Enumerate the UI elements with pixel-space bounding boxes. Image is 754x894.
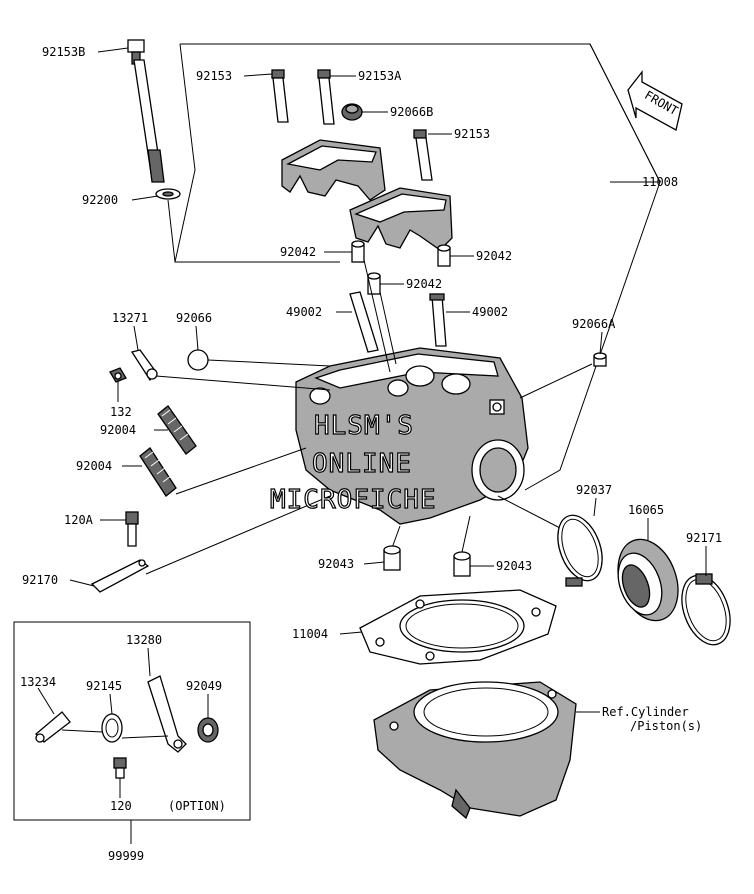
- label-92037[interactable]: 92037: [576, 483, 612, 497]
- label-ref-cylinder: Ref.Cylinder: [602, 705, 689, 719]
- label-120a[interactable]: 120A: [64, 513, 94, 527]
- seal-92049[interactable]: [197, 717, 219, 743]
- clamp-92037[interactable]: [550, 509, 611, 587]
- spring-92145[interactable]: [101, 713, 123, 743]
- label-92042-right[interactable]: 92042: [476, 249, 512, 263]
- part-labels: 92153B 92153 92153A 92066B 92153 11008 9…: [20, 45, 722, 863]
- label-13280[interactable]: 13280: [126, 633, 162, 647]
- label-49002-left[interactable]: 49002: [286, 305, 322, 319]
- cap-92066a[interactable]: [593, 352, 607, 367]
- option-label: (OPTION): [168, 799, 226, 813]
- label-16065[interactable]: 16065: [628, 503, 664, 517]
- label-13234[interactable]: 13234: [20, 675, 56, 689]
- stud-bolt-92153b[interactable]: [127, 39, 165, 183]
- front-arrow-icon: FRONT: [627, 70, 683, 131]
- option-part-13234[interactable]: [35, 711, 71, 743]
- camshaft-cap-lower[interactable]: [349, 187, 453, 251]
- dowel-92043-left[interactable]: [383, 545, 401, 571]
- dowel-92042-a[interactable]: [351, 240, 365, 263]
- bolt-120a[interactable]: [125, 511, 139, 547]
- label-92153-top-left[interactable]: 92153: [196, 69, 232, 83]
- label-92153b[interactable]: 92153B: [42, 45, 85, 59]
- label-92145[interactable]: 92145: [86, 679, 122, 693]
- lever-13280[interactable]: [147, 675, 187, 753]
- cylinder-head[interactable]: [295, 347, 529, 525]
- label-92170[interactable]: 92170: [22, 573, 58, 587]
- label-92043-right[interactable]: 92043: [496, 559, 532, 573]
- valve-guide-49002-right[interactable]: [429, 293, 447, 347]
- label-92066[interactable]: 92066: [176, 311, 212, 325]
- label-92171[interactable]: 92171: [686, 531, 722, 545]
- label-132[interactable]: 132: [110, 405, 132, 419]
- stay-92170[interactable]: [90, 559, 150, 593]
- bolt-92153-left[interactable]: [271, 69, 289, 123]
- label-99999[interactable]: 99999: [108, 849, 144, 863]
- washer-92200[interactable]: [155, 188, 181, 200]
- label-92066a[interactable]: 92066A: [572, 317, 616, 331]
- label-49002-right[interactable]: 49002: [472, 305, 508, 319]
- plug-92066[interactable]: [187, 349, 209, 371]
- dowel-92042-b[interactable]: [437, 244, 451, 267]
- head-gasket-11004[interactable]: [359, 589, 557, 665]
- dowel-92043-right[interactable]: [453, 551, 471, 577]
- label-leaders: [37, 47, 707, 798]
- option-box: [13, 621, 251, 844]
- lever-13271[interactable]: [130, 349, 158, 382]
- spring-92004-upper[interactable]: [157, 405, 197, 455]
- label-92004-upper[interactable]: 92004: [100, 423, 136, 437]
- label-120[interactable]: 120: [110, 799, 132, 813]
- label-92066b[interactable]: 92066B: [390, 105, 433, 119]
- label-92042-middle[interactable]: 92042: [406, 277, 442, 291]
- label-11008[interactable]: 11008: [642, 175, 678, 189]
- label-92153-right[interactable]: 92153: [454, 127, 490, 141]
- watermark: HLSM'S ONLINE MICROFICHE: [269, 410, 437, 515]
- watermark-line-1: HLSM'S: [314, 411, 414, 441]
- label-92043-left[interactable]: 92043: [318, 557, 354, 571]
- bolt-92153a[interactable]: [317, 69, 335, 125]
- leader-lines: [145, 199, 593, 575]
- label-ref-piston: /Piston(s): [630, 719, 702, 733]
- label-92049[interactable]: 92049: [186, 679, 222, 693]
- label-92200[interactable]: 92200: [82, 193, 118, 207]
- reference-cylinder[interactable]: [373, 681, 577, 820]
- camshaft-cap-upper[interactable]: [281, 139, 386, 201]
- bolt-120[interactable]: [113, 757, 127, 779]
- label-13271[interactable]: 13271: [112, 311, 148, 325]
- cap-92066b[interactable]: [341, 103, 363, 121]
- watermark-line-3: MICROFICHE: [270, 485, 437, 515]
- bolt-92153-right[interactable]: [413, 129, 433, 181]
- valve-guide-49002-left[interactable]: [349, 291, 379, 353]
- spring-92004-lower[interactable]: [139, 447, 177, 497]
- label-92153a[interactable]: 92153A: [358, 69, 402, 83]
- label-92042-left[interactable]: 92042: [280, 245, 316, 259]
- label-92004-lower[interactable]: 92004: [76, 459, 112, 473]
- clamp-92171[interactable]: [673, 569, 739, 652]
- bolt-132[interactable]: [109, 367, 127, 383]
- label-11004[interactable]: 11004: [292, 627, 328, 641]
- intake-holder-16065[interactable]: [607, 531, 688, 629]
- watermark-line-2: ONLINE: [312, 449, 412, 479]
